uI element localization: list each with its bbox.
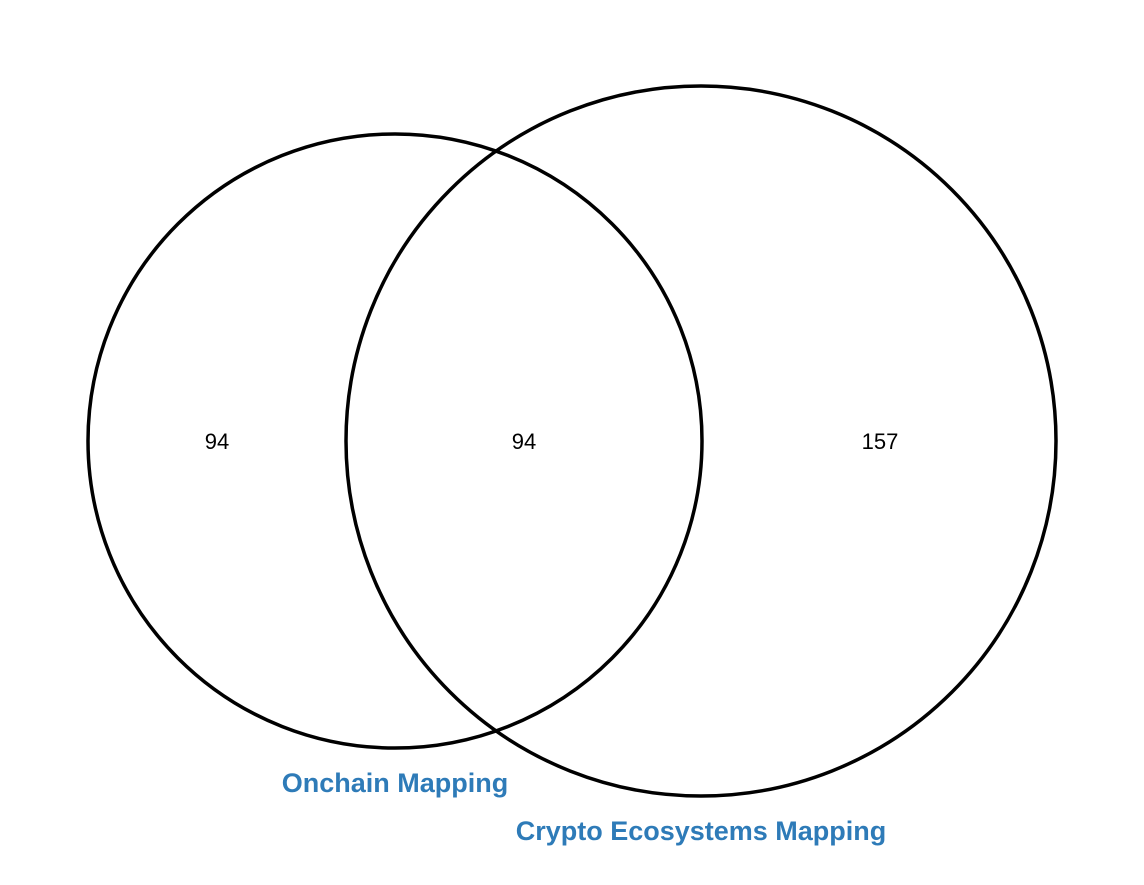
set-a-circle [86, 132, 704, 750]
set-a-label: Onchain Mapping [282, 768, 509, 798]
set-b-label: Crypto Ecosystems Mapping [516, 816, 887, 846]
only-a-count: 94 [205, 429, 229, 454]
only-b-count: 157 [862, 429, 899, 454]
set-b-circle [344, 84, 1058, 798]
intersection-count: 94 [512, 429, 536, 454]
